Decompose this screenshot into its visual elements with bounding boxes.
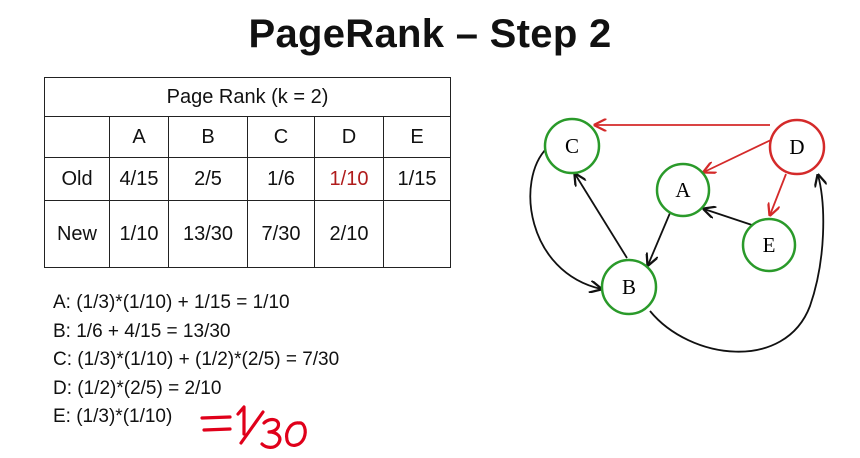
table-row-new: New 1/10 13/30 7/30 2/10 — [44, 200, 451, 268]
node-circle — [768, 118, 826, 176]
node-label: A — [675, 178, 691, 202]
ink-stroke — [202, 427, 232, 432]
node-e: E — [741, 217, 797, 273]
node-circle — [655, 162, 711, 218]
row-label: Old — [44, 157, 110, 201]
row-label: New — [44, 200, 110, 268]
table-header-row: A B C D E — [44, 116, 451, 158]
equation-c: C: (1/3)*(1/10) + (1/2)*(2/5) = 7/30 — [53, 349, 340, 370]
node-circle — [741, 217, 797, 273]
edge-d-to-a — [704, 138, 774, 172]
node-c: C — [543, 117, 601, 175]
edge-c-to-b — [529, 147, 601, 289]
slide-title: PageRank – Step 2 — [248, 12, 612, 56]
node-circle — [600, 258, 658, 316]
pagerank-table: Page Rank (k = 2) A B C D E Old 4/15 2/5… — [44, 77, 451, 268]
equation-b: B: 1/6 + 4/15 = 13/30 — [53, 320, 231, 342]
edge-b-to-c — [575, 174, 628, 259]
edge-b-to-d — [649, 175, 823, 353]
column-header: E — [383, 116, 451, 158]
node-d: D — [768, 118, 826, 176]
table-cell: 2/10 — [314, 200, 384, 268]
table-cell: 1/15 — [383, 157, 451, 201]
table-caption: Page Rank (k = 2) — [44, 77, 451, 117]
ink-stroke — [236, 405, 246, 436]
table-cell-empty — [383, 200, 451, 268]
edge-d-to-e — [770, 173, 787, 215]
table-cell: 1/6 — [247, 157, 315, 201]
node-label: D — [789, 135, 804, 159]
edge-a-to-b — [648, 212, 671, 265]
node-a: A — [655, 162, 711, 218]
table-row-old: Old 4/15 2/5 1/6 1/10 1/15 — [44, 157, 451, 201]
node-b: B — [600, 258, 658, 316]
equation-a: A: (1/3)*(1/10) + 1/15 = 1/10 — [53, 292, 290, 313]
node-label: B — [622, 275, 636, 299]
table-cell: 7/30 — [247, 200, 315, 268]
ink-stroke — [239, 410, 265, 445]
equation-d: D: (1/2)*(2/5) = 2/10 — [53, 377, 222, 399]
node-circle — [543, 117, 601, 175]
node-label: E — [763, 233, 776, 257]
equation-e: E: (1/3)*(1/10) — [53, 406, 173, 427]
ink-stroke — [200, 415, 232, 420]
table-cell: 1/10 — [109, 200, 169, 268]
equations-list: A: (1/3)*(1/10) + 1/15 = 1/10 B: 1/6 + 4… — [53, 289, 339, 432]
header-empty-cell — [44, 116, 110, 158]
ink-stroke — [285, 421, 307, 447]
edge-e-to-a — [704, 209, 756, 227]
handwritten-annotation — [200, 405, 307, 449]
node-label: C — [565, 134, 579, 158]
ink-stroke — [260, 417, 282, 449]
table-cell: 4/15 — [109, 157, 169, 201]
